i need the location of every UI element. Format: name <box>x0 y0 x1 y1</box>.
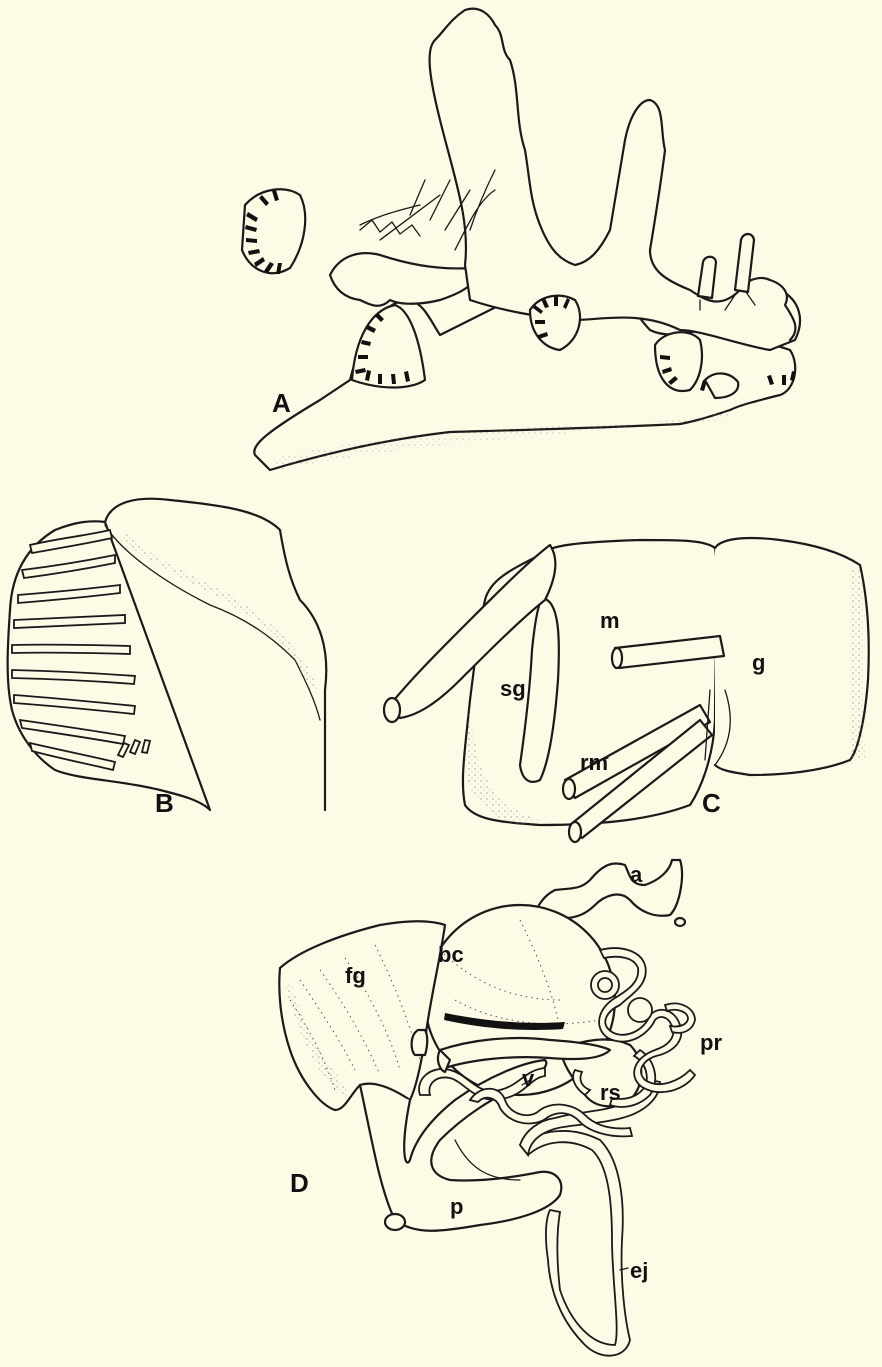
label-pr: pr <box>700 1032 722 1054</box>
label-fg: fg <box>345 965 366 987</box>
label-g: g <box>752 652 765 674</box>
panel-a-drawing <box>242 9 800 470</box>
panel-label-a: A <box>272 390 291 416</box>
panel-label-c: C <box>702 790 721 816</box>
label-ej: ej <box>630 1260 648 1282</box>
panel-label-d: D <box>290 1170 309 1196</box>
label-rs: rs <box>600 1082 621 1104</box>
label-rm: rm <box>580 752 608 774</box>
panel-label-b: B <box>155 790 174 816</box>
label-m: m <box>600 610 620 632</box>
panel-b-drawing <box>8 499 327 810</box>
panel-c-drawing <box>384 538 869 842</box>
label-a: a <box>630 864 642 886</box>
label-bc: bc <box>438 944 464 966</box>
ceratal-cluster-left <box>242 189 305 274</box>
label-p: p <box>450 1196 463 1218</box>
label-v: v <box>522 1068 534 1090</box>
label-sg: sg <box>500 678 526 700</box>
